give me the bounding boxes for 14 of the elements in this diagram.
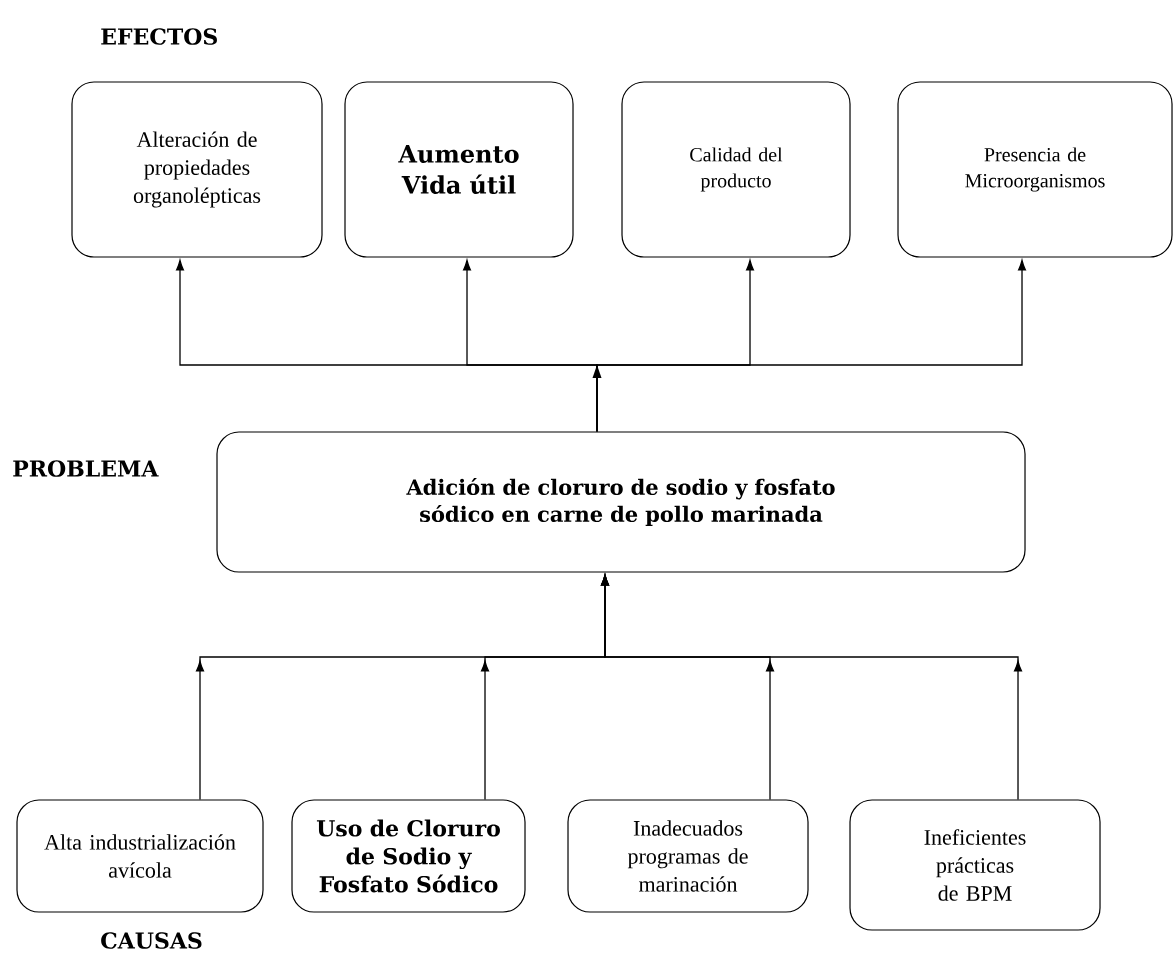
arrow [596,259,1027,433]
cause-box: Ineficientes prácticas de BPM [849,799,1101,931]
section-label: CAUSAS [101,932,202,949]
cause-box: Alta industrialización avícola [16,799,264,913]
effect-box: Calidad del producto [621,81,851,258]
effect-box: Aumento Vida útil [344,81,574,258]
section-label: PROBLEMA [13,460,159,477]
section-label: EFECTOS [101,28,217,45]
arrow [600,574,1023,801]
cause-box: Inadecuados programas de marinación [567,799,809,913]
problem-box: Adición de cloruro de sodio y fosfato sódico en carne de pollo marinada [216,431,1026,573]
effect-box: Presencia de Microorganismos [897,81,1173,258]
effect-box: Alteración de propiedades organolépticas [71,81,323,258]
cause-box: Uso de Cloruro de Sodio y Fosfato Sódico [291,799,526,913]
